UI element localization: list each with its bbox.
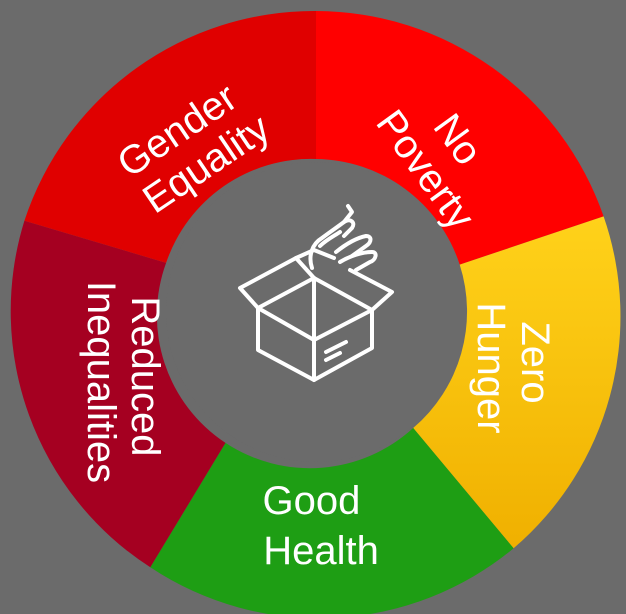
label-reduced-inequalities: Reduced Inequalities: [79, 281, 167, 483]
label-zero-hunger: Zero Hunger: [469, 302, 557, 433]
open-box-with-hand-icon: [238, 204, 394, 382]
segment-good-health: [150, 428, 514, 614]
label-good-health: Good Health: [263, 479, 379, 573]
segment-reduced-inequalities: [10, 220, 226, 568]
segment-no-poverty: [316, 11, 604, 265]
segment-zero-hunger: [413, 216, 621, 549]
segment-gender-equality: [24, 10, 317, 263]
